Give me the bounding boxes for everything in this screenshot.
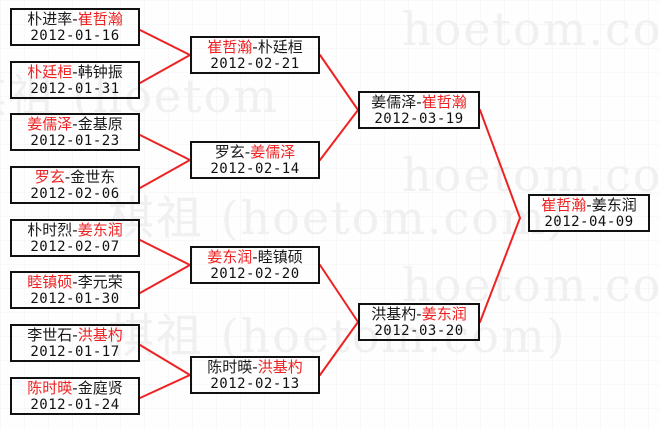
player-right: 洪基杓 (257, 358, 303, 376)
player-separator: - (72, 221, 78, 239)
player-left: 陈时暎 (27, 379, 73, 397)
player-left: 朴廷桓 (27, 63, 73, 81)
match-players: 朴时烈-姜东润 (18, 222, 132, 239)
match-box-r2-m2[interactable]: 罗玄-姜儒泽 2012-02-14 (190, 141, 320, 179)
player-separator: - (72, 10, 78, 28)
player-right: 金庭贤 (77, 379, 123, 397)
match-date: 2012-02-21 (210, 56, 300, 72)
match-box-r2-m4[interactable]: 陈时暎-洪基杓 2012-02-13 (190, 356, 320, 394)
match-date: 2012-01-16 (30, 28, 120, 44)
match-date: 2012-02-07 (30, 239, 120, 255)
player-right: 姜东润 (591, 196, 637, 214)
player-left: 陈时暎 (207, 358, 253, 376)
match-date: 2012-01-24 (30, 397, 120, 413)
watermark-text: 棋祖 (hoetom.com) (108, 191, 567, 245)
match-box-r3-m2[interactable]: 洪基杓-姜东润 2012-03-20 (358, 303, 480, 341)
match-box-final[interactable]: 崔哲瀚-姜东润 2012-04-09 (528, 194, 650, 232)
match-box-r1-m2[interactable]: 朴廷桓-韩钟振 2012-01-31 (10, 61, 140, 99)
match-players: 罗玄-姜儒泽 (198, 144, 312, 161)
player-separator: - (252, 248, 258, 266)
match-players: 姜儒泽-崔哲瀚 (366, 94, 472, 111)
match-players: 陈时暎-金庭贤 (18, 380, 132, 397)
player-right: 睦镇硕 (257, 248, 303, 266)
match-date: 2012-03-20 (374, 323, 464, 339)
match-date: 2012-02-20 (210, 266, 300, 282)
watermark-text: 棋祖 (hoetom.com) (108, 309, 567, 363)
match-box-r3-m1[interactable]: 姜儒泽-崔哲瀚 2012-03-19 (358, 91, 480, 129)
match-players: 睦镇硕-李元荣 (18, 274, 132, 291)
match-players: 洪基杓-姜东润 (366, 306, 472, 323)
player-left: 崔哲瀚 (541, 196, 587, 214)
match-date: 2012-01-23 (30, 133, 120, 149)
player-left: 姜儒泽 (27, 115, 73, 133)
player-right: 崔哲瀚 (77, 10, 123, 28)
player-separator: - (244, 143, 251, 161)
player-separator: - (72, 115, 78, 133)
match-players: 姜儒泽-金基原 (18, 116, 132, 133)
match-box-r1-m5[interactable]: 朴时烈-姜东润 2012-02-07 (10, 219, 140, 257)
match-box-r1-m7[interactable]: 李世石-洪基杓 2012-01-17 (10, 324, 140, 362)
match-box-r1-m4[interactable]: 罗玄-金世东 2012-02-06 (10, 166, 140, 204)
player-separator: - (72, 273, 78, 291)
player-separator: - (586, 196, 592, 214)
match-date: 2012-04-09 (544, 214, 634, 230)
player-left: 姜儒泽 (371, 93, 417, 111)
player-separator: - (416, 93, 422, 111)
match-box-r1-m6[interactable]: 睦镇硕-李元荣 2012-01-30 (10, 271, 140, 309)
match-players: 崔哲瀚-姜东润 (536, 197, 642, 214)
player-separator: - (252, 358, 258, 376)
match-date: 2012-02-14 (210, 161, 300, 177)
match-box-r1-m3[interactable]: 姜儒泽-金基原 2012-01-23 (10, 113, 140, 151)
player-left: 崔哲瀚 (207, 38, 253, 56)
player-separator: - (416, 305, 422, 323)
match-box-r2-m3[interactable]: 姜东润-睦镇硕 2012-02-20 (190, 246, 320, 284)
player-right: 崔哲瀚 (421, 93, 467, 111)
player-separator: - (72, 326, 78, 344)
player-right: 姜儒泽 (250, 143, 296, 161)
match-date: 2012-03-19 (374, 111, 464, 127)
match-players: 崔哲瀚-朴廷桓 (198, 39, 312, 56)
player-left: 姜东润 (207, 248, 253, 266)
player-left: 睦镇硕 (27, 273, 73, 291)
player-separator: - (64, 168, 71, 186)
player-right: 朴廷桓 (257, 38, 303, 56)
player-left: 朴时烈 (27, 221, 73, 239)
player-separator: - (72, 63, 78, 81)
match-date: 2012-01-17 (30, 344, 120, 360)
player-left: 洪基杓 (371, 305, 417, 323)
match-date: 2012-02-06 (30, 186, 120, 202)
player-right: 金基原 (77, 115, 123, 133)
player-right: 李元荣 (77, 273, 123, 291)
player-separator: - (72, 379, 78, 397)
player-right: 金世东 (70, 168, 116, 186)
match-players: 罗玄-金世东 (18, 169, 132, 186)
match-players: 朴廷桓-韩钟振 (18, 64, 132, 81)
match-date: 2012-02-13 (210, 376, 300, 392)
match-box-r1-m1[interactable]: 朴进率-崔哲瀚 2012-01-16 (10, 8, 140, 46)
player-right: 洪基杓 (77, 326, 123, 344)
player-separator: - (252, 38, 258, 56)
player-left: 朴进率 (27, 10, 73, 28)
match-players: 朴进率-崔哲瀚 (18, 11, 132, 28)
watermark-text: hoetom.com) (402, 2, 659, 56)
player-left: 李世石 (27, 326, 73, 344)
match-box-r2-m1[interactable]: 崔哲瀚-朴廷桓 2012-02-21 (190, 36, 320, 74)
match-players: 陈时暎-洪基杓 (198, 359, 312, 376)
player-right: 姜东润 (421, 305, 467, 323)
match-date: 2012-01-30 (30, 291, 120, 307)
player-left: 罗玄 (34, 168, 65, 186)
match-players: 姜东润-睦镇硕 (198, 249, 312, 266)
player-right: 韩钟振 (77, 63, 123, 81)
match-box-r1-m8[interactable]: 陈时暎-金庭贤 2012-01-24 (10, 377, 140, 415)
player-right: 姜东润 (77, 221, 123, 239)
match-players: 李世石-洪基杓 (18, 327, 132, 344)
player-left: 罗玄 (214, 143, 245, 161)
match-date: 2012-01-31 (30, 81, 120, 97)
